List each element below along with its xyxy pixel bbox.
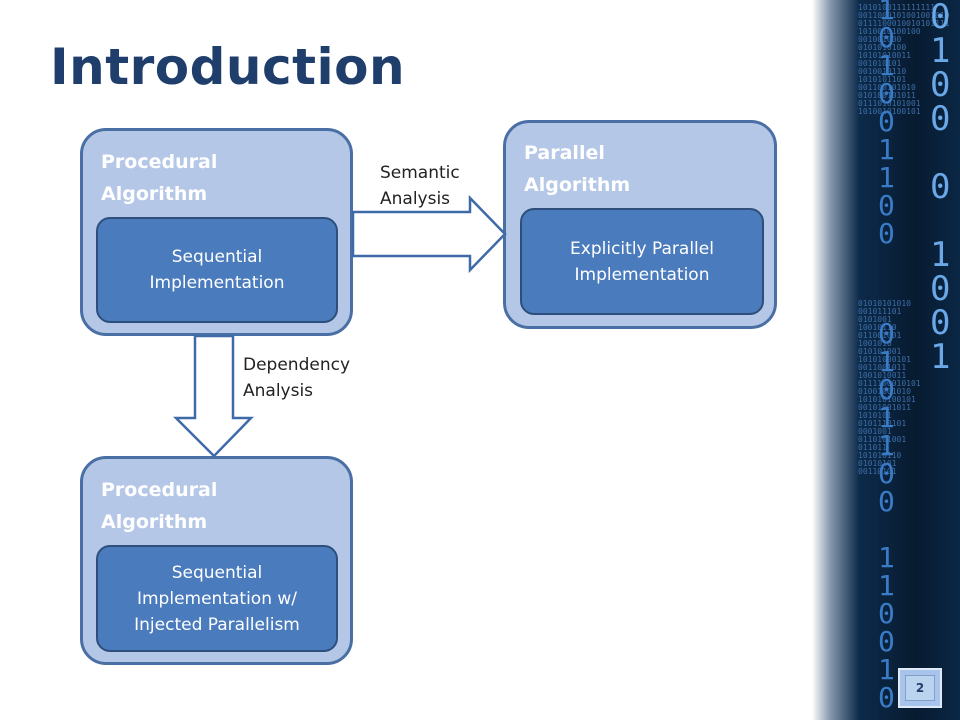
injected-parallelism-implementation-box: Sequential Implementation w/ Injected Pa… — [96, 545, 338, 652]
sequential-implementation-box: Sequential Implementation — [96, 217, 338, 323]
parallel-algorithm-box: Parallel Algorithm Explicitly Parallel I… — [503, 120, 777, 329]
page-number: 2 — [905, 675, 935, 701]
semantic-analysis-arrow — [351, 194, 507, 274]
slide-title: Introduction — [50, 38, 406, 96]
procedural-algorithm-box-top: Procedural Algorithm Sequential Implemen… — [80, 128, 353, 336]
dependency-analysis-label: Dependency Analysis — [243, 355, 351, 401]
procedural-algorithm-box-bottom: Procedural Algorithm Sequential Implemen… — [80, 456, 353, 665]
semantic-analysis-label: Semantic Analysis — [380, 163, 460, 209]
explicitly-parallel-implementation-box: Explicitly Parallel Implementation — [520, 208, 764, 315]
procedural-algorithm-title-bottom: Procedural Algorithm — [101, 479, 218, 533]
page-number-badge: 2 — [898, 668, 942, 708]
procedural-algorithm-title-top: Procedural Algorithm — [101, 151, 218, 205]
parallel-algorithm-title: Parallel Algorithm — [524, 142, 631, 196]
binary-code-image: 1010100111111111 0011000101001001010 011… — [812, 0, 960, 720]
dependency-analysis-arrow — [172, 334, 254, 458]
